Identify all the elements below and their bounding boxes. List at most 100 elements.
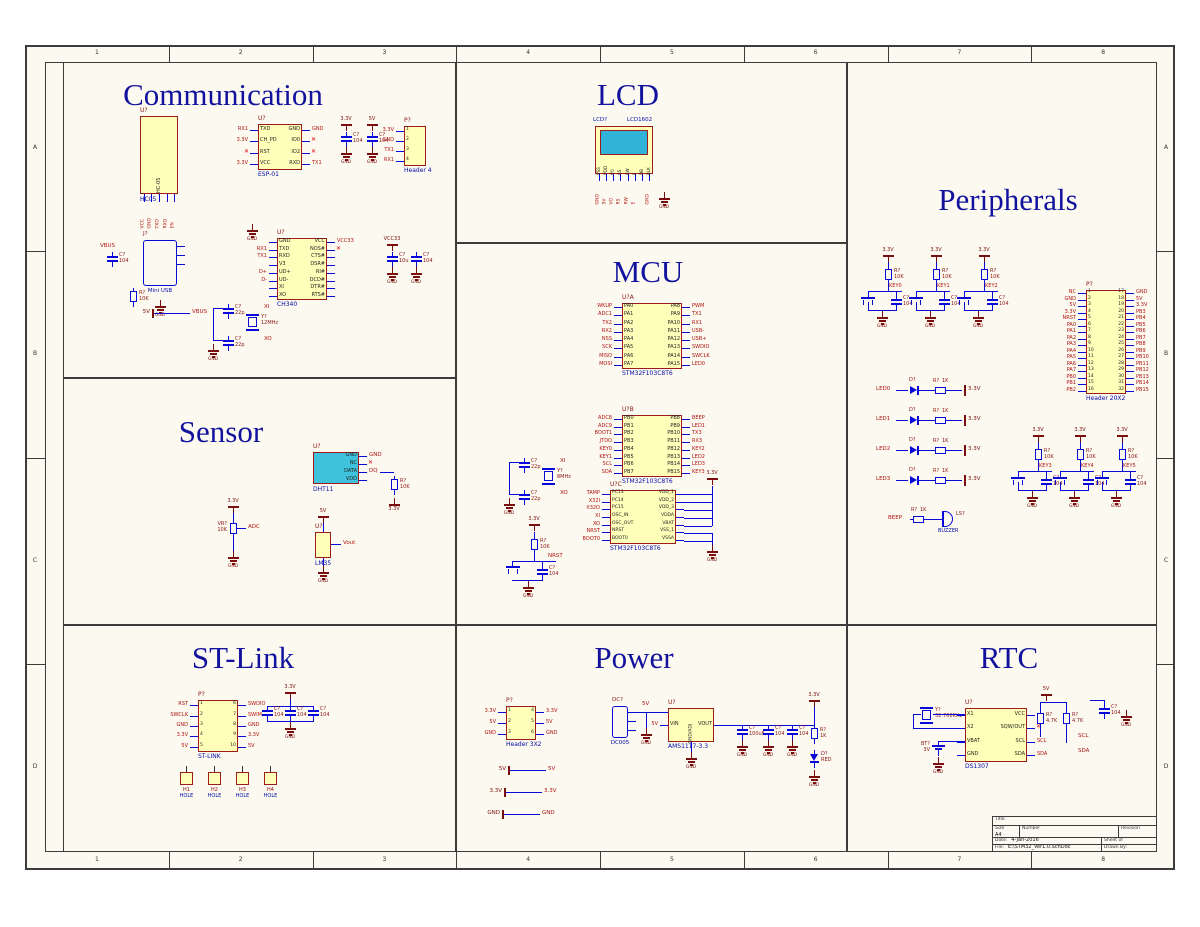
capacitor[interactable] [262,710,273,712]
mounting-hole[interactable] [236,772,249,785]
resistor[interactable] [531,539,538,550]
resistor[interactable] [885,269,892,280]
net-label: SDA [1037,751,1048,758]
mcu-gpio-b[interactable] [622,415,682,477]
resistor[interactable] [933,269,940,280]
resistor[interactable] [811,728,818,739]
capacitor[interactable] [367,136,378,138]
mcu-power[interactable] [610,490,676,544]
resistor[interactable] [1077,449,1084,460]
net-label: PB14 [1136,380,1149,387]
power-port [346,125,347,131]
mcu-gpio-a[interactable] [622,303,682,369]
dht11-sensor[interactable] [313,452,359,484]
battery[interactable] [932,745,945,747]
dc-power-jack[interactable] [612,706,628,738]
capacitor[interactable] [537,569,548,571]
mounting-hole[interactable] [264,772,277,785]
push-button[interactable] [1053,477,1067,479]
led[interactable] [910,446,917,454]
push-button[interactable] [861,297,875,299]
resistor[interactable] [1119,449,1126,460]
resistor[interactable] [935,447,946,454]
led[interactable] [810,754,818,761]
crystal[interactable] [544,471,553,481]
capacitor[interactable] [1125,479,1136,481]
resistor[interactable] [230,523,237,534]
ams1117-regulator[interactable] [668,708,714,742]
capacitor[interactable] [1083,479,1094,481]
resistor[interactable] [935,477,946,484]
capacitor[interactable] [519,494,530,496]
resistor[interactable] [981,269,988,280]
capacitor[interactable] [107,256,118,258]
capacitor[interactable] [285,710,296,712]
designator: P? [404,117,411,124]
capacitor[interactable] [519,462,530,464]
resistor[interactable] [935,387,946,394]
capacitor[interactable] [341,136,352,138]
stlink-header[interactable] [198,700,238,752]
label: R? [911,507,918,513]
power-port [1075,435,1086,437]
capacitor[interactable] [223,340,234,342]
resistor[interactable] [1035,449,1042,460]
capacitor[interactable] [387,256,398,258]
capacitor[interactable] [787,729,798,731]
zone-letter: A [32,144,38,152]
net-label: SCL [602,461,612,468]
push-button[interactable] [1011,477,1025,479]
resistor[interactable] [1037,713,1044,724]
label: 9 [233,732,236,738]
zone-tick [168,852,170,870]
mounting-hole[interactable] [180,772,193,785]
capacitor[interactable] [223,308,234,310]
capacitor[interactable] [737,729,748,731]
label: VDD [602,166,608,175]
wire [1130,475,1131,479]
mini-usb-connector[interactable] [143,240,177,286]
net-label: LED1 [692,422,705,429]
crystal[interactable] [922,710,931,720]
lm35-sensor[interactable] [315,532,331,558]
resistor[interactable] [913,516,924,523]
zone-tick [456,852,458,870]
wire [359,480,367,481]
push-button[interactable] [957,297,971,299]
resistor[interactable] [1063,713,1070,724]
capacitor[interactable] [939,299,950,301]
expansion-header[interactable] [1086,290,1126,394]
led[interactable] [910,386,917,394]
capacitor[interactable] [1099,708,1110,710]
push-button[interactable] [909,297,923,299]
crystal[interactable] [248,317,257,327]
capacitor[interactable] [308,710,319,712]
resistor[interactable] [391,479,398,490]
mounting-hole[interactable] [208,772,221,785]
net-label: USB- [692,327,705,334]
ds1307-rtc[interactable] [965,708,1027,762]
power-header[interactable] [506,706,536,740]
label: PC13 [612,489,624,495]
capacitor[interactable] [1041,479,1052,481]
ch340-usb-uart[interactable] [277,238,327,300]
resistor[interactable] [935,417,946,424]
wire [238,726,246,727]
uart-header[interactable] [404,126,426,166]
led[interactable] [910,416,917,424]
hc05-bluetooth-module[interactable] [140,116,178,194]
capacitor[interactable] [891,299,902,301]
wire [714,725,722,726]
esp01-wifi-module[interactable] [258,124,302,170]
zone-tick [1157,457,1175,459]
resistor[interactable] [130,291,137,302]
net-label: PA2 [1066,334,1076,341]
capacitor[interactable] [411,256,422,258]
capacitor[interactable] [987,299,998,301]
label: 104 [297,712,307,718]
push-button[interactable] [506,566,520,568]
led[interactable] [910,476,917,484]
capacitor[interactable] [763,729,774,731]
push-button[interactable] [1095,477,1109,479]
